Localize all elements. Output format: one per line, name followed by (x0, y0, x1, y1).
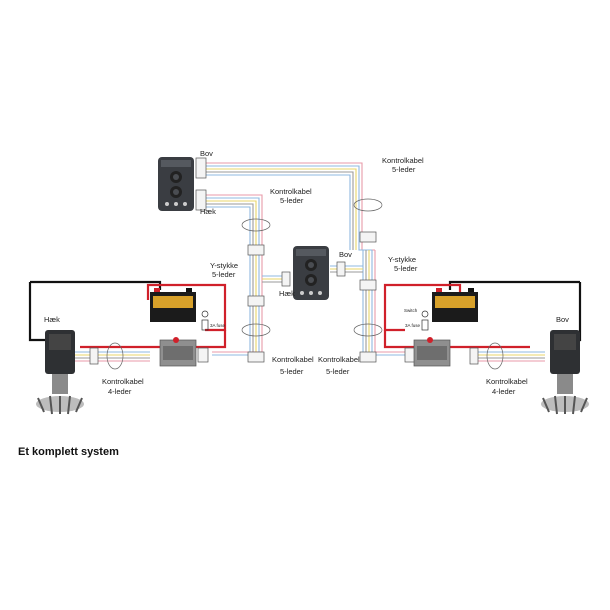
fuse-switch-left (201, 310, 209, 331)
label-bov-top: Bov (200, 149, 213, 158)
joystick-panel-middle (293, 246, 329, 300)
control-cable-bottom-right (371, 351, 545, 362)
cable-tie-markers (106, 198, 504, 370)
label-fuse-right: 3A fuse (405, 323, 421, 328)
joystick-panel-top (158, 157, 194, 211)
label-y-stykke-left-2: 5-leder (212, 270, 236, 279)
label-kontrolkabel-right-1: Kontrolkabel (382, 156, 424, 165)
thruster-right (541, 330, 589, 415)
label-haek-mid: Hæk (279, 289, 295, 298)
label-kontrolkabel-left-1: Kontrolkabel (270, 187, 312, 196)
label-kontrolkabel-4-left-2: 4-leder (108, 387, 132, 396)
label-kontrolkabel-mid-right-2: 5-leder (326, 367, 350, 376)
label-y-stykke-left-1: Y-stykke (210, 261, 238, 270)
label-kontrolkabel-4-right-1: Kontrolkabel (486, 377, 528, 386)
label-kontrolkabel-mid-left-2: 5-leder (280, 367, 304, 376)
diagram-labels: Bov Hæk Kontrolkabel 5-leder Kontrolkabe… (44, 149, 569, 396)
label-kontrolkabel-4-right-2: 4-leder (492, 387, 516, 396)
label-switch-right: Switch (404, 308, 418, 313)
label-kontrolkabel-4-left-1: Kontrolkabel (102, 377, 144, 386)
label-bov-right: Bov (556, 315, 569, 324)
label-kontrolkabel-mid-right-1: Kontrolkabel (318, 355, 360, 364)
battery-left (150, 288, 196, 322)
fuse-switch-right (421, 310, 429, 331)
relay-box-right (413, 337, 451, 367)
thruster-left (36, 330, 84, 415)
label-kontrolkabel-mid-left-1: Kontrolkabel (272, 355, 314, 364)
label-y-stykke-right-2: 5-leder (394, 264, 418, 273)
label-kontrolkabel-right-2: 5-leder (392, 165, 416, 174)
label-fuse-left: 3A fuse (210, 323, 226, 328)
power-wiring-left (28, 280, 227, 349)
label-bov-mid: Bov (339, 250, 352, 259)
control-cable-right-bundle (362, 250, 376, 362)
diagram-caption: Et komplett system (18, 446, 119, 458)
label-haek-left: Hæk (44, 315, 60, 324)
battery-right (432, 288, 478, 322)
label-kontrolkabel-left-2: 5-leder (280, 196, 304, 205)
label-haek-top: Hæk (200, 207, 216, 216)
label-y-stykke-right-1: Y-stykke (388, 255, 416, 264)
relay-box-left (159, 337, 197, 367)
